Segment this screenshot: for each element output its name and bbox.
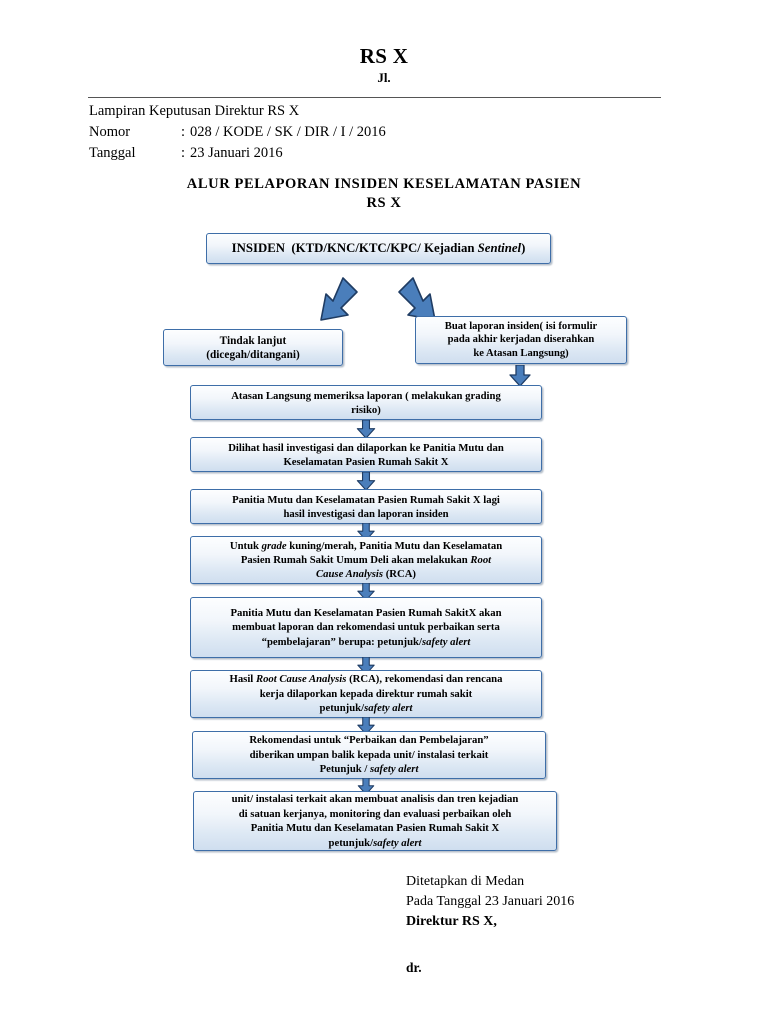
meta-tanggal-colon: : [181,145,186,161]
signature-title: Direktur RS X, [406,914,497,929]
flow-node-step-2-text: Dilihat hasil investigasi dan dilaporkan… [199,441,533,469]
flow-node-step-1: Atasan Langsung memeriksa laporan ( mela… [190,385,542,420]
flow-node-step-4: Untuk grade kuning/merah, Panitia Mutu d… [190,536,542,584]
flow-node-buat-laporan-line2: pada akhir kerjadan diserahkan [447,334,595,346]
flow-node-step-4-text: Untuk grade kuning/merah, Panitia Mutu d… [229,540,503,580]
arrow-down-connector-4-icon [357,523,375,541]
flow-node-step-2-line1: Dilihat hasil investigasi dan dilaporkan… [228,441,504,454]
signature-date: Pada Tanggal 23 Januari 2016 [406,894,575,909]
meta-tanggal-value: 23 Januari 2016 [190,145,283,161]
flow-node-step-3: Panitia Mutu dan Keselamatan Pasien Ruma… [190,489,542,524]
flow-node-step-5-text: Panitia Mutu dan Keselamatan Pasien Ruma… [230,606,502,648]
meta-nomor-label: Nomor [89,124,131,140]
flow-node-buat-laporan-line3: ke Atasan Langsung) [473,347,569,359]
flow-node-step-8: unit/ instalasi terkait akan membuat ana… [193,791,557,851]
flow-node-buat-laporan-line1: Buat laporan insiden( isi formulir [444,320,598,332]
arrow-down-connector-6-icon [357,657,375,675]
arrow-down-connector-2-icon [356,420,376,439]
page-title: RS X [359,44,409,68]
meta-tanggal-row: Tanggal : 23 Januari 2016 [89,143,386,164]
flow-node-step-3-text: Panitia Mutu dan Keselamatan Pasien Ruma… [199,493,533,521]
flowchart-title: ALUR PELAPORAN INSIDEN KESELAMATAN PASIE… [0,175,768,213]
flow-node-tindak-lanjut-text: Tindak lanjut (dicegah/ditangani) [172,334,334,362]
meta-tanggal-label: Tanggal [89,145,136,161]
flow-node-tindak-lanjut-line1: Tindak lanjut [219,334,287,347]
flow-node-step-2-line2: Keselamatan Pasien Rumah Sakit X [283,455,449,468]
arrow-down-connector-5-icon [357,583,375,601]
flow-node-tindak-lanjut: Tindak lanjut (dicegah/ditangani) [163,329,343,366]
signature-name: dr. [406,960,422,975]
arrow-down-connector-3-icon [356,472,376,491]
meta-attachment-text: Lampiran Keputusan Direktur RS X [89,103,300,119]
flow-node-step-6: Hasil Root Cause Analysis (RCA), rekomen… [190,670,542,718]
arrow-down-connector-1-icon [509,365,531,387]
meta-attachment-row: Lampiran Keputusan Direktur RS X [89,101,386,122]
flow-node-step-7-text: Rekomendasi untuk “Perbaikan dan Pembela… [249,734,489,776]
hospital-address: Jl. [377,70,391,85]
signature-place: Ditetapkan di Medan [406,874,525,889]
flowchart-title-line2: RS X [366,195,402,211]
flow-node-step-7: Rekomendasi untuk “Perbaikan dan Pembela… [192,731,546,779]
header-divider [88,97,661,98]
flow-node-step-2: Dilihat hasil investigasi dan dilaporkan… [190,437,542,472]
flow-node-step-5: Panitia Mutu dan Keselamatan Pasien Ruma… [190,597,542,658]
flow-node-tindak-lanjut-line2: (dicegah/ditangani) [206,348,300,361]
flow-node-step-8-text: unit/ instalasi terkait akan membuat ana… [231,793,519,849]
signature-block: Ditetapkan di Medan Pada Tanggal 23 Janu… [406,872,574,932]
flow-node-step-3-line2: hasil investigasi dan laporan insiden [283,507,449,520]
flow-node-step-1-text: Atasan Langsung memeriksa laporan ( mela… [199,389,533,417]
flow-node-step-6-text: Hasil Root Cause Analysis (RCA), rekomen… [229,673,503,715]
flow-node-buat-laporan: Buat laporan insiden( isi formulir pada … [415,316,627,364]
arrow-down-connector-7-icon [357,717,375,735]
meta-nomor-row: Nomor : 028 / KODE / SK / DIR / I / 2016 [89,122,386,143]
flow-node-step-1-line2: risiko) [351,403,381,416]
document-meta: Lampiran Keputusan Direktur RS X Nomor :… [89,101,386,164]
arrow-left-diagonal-icon [320,277,358,321]
flow-node-buat-laporan-text: Buat laporan insiden( isi formulir pada … [424,320,618,361]
flow-node-step-3-line1: Panitia Mutu dan Keselamatan Pasien Ruma… [232,493,500,506]
meta-nomor-value: 028 / KODE / SK / DIR / I / 2016 [190,124,386,140]
flowchart-title-line1: ALUR PELAPORAN INSIDEN KESELAMATAN PASIE… [186,176,582,192]
arrow-down-connector-8-icon [357,778,375,795]
flow-node-step-1-line1: Atasan Langsung memeriksa laporan ( mela… [231,389,501,402]
flow-node-insiden-text: INSIDEN (KTD/KNC/KTC/KPC/ Kejadian Senti… [231,241,526,255]
flow-node-insiden: INSIDEN (KTD/KNC/KTC/KPC/ Kejadian Senti… [206,233,551,264]
meta-nomor-colon: : [181,124,186,140]
